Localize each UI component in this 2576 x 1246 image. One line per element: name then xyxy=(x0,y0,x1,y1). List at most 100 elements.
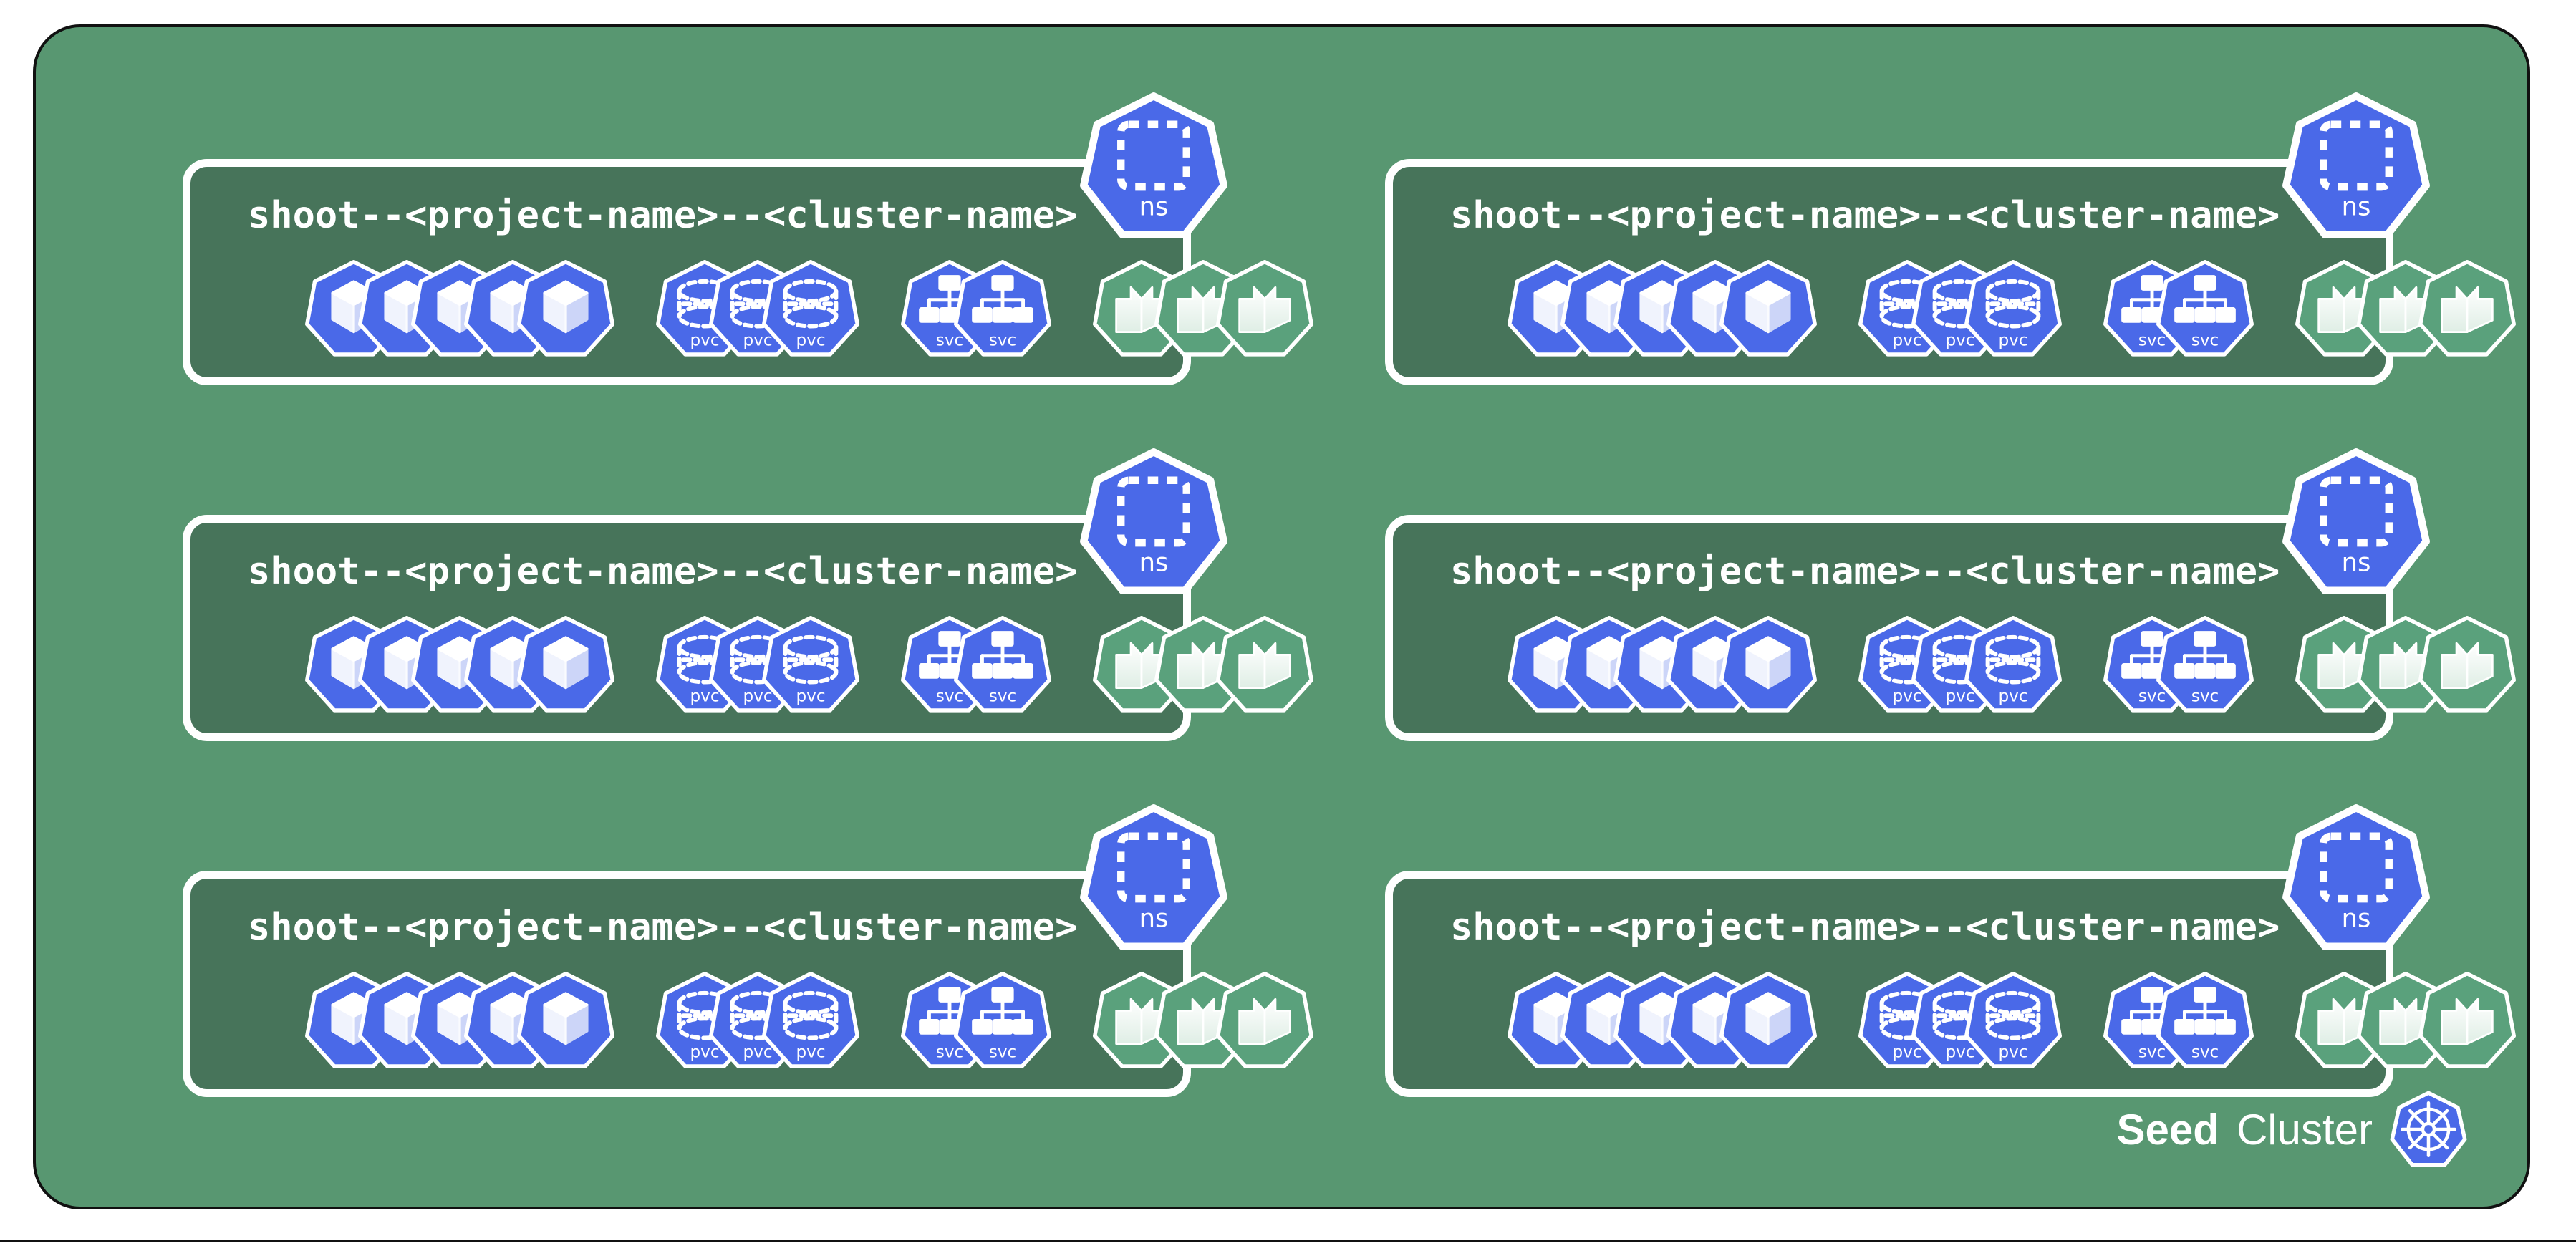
resource-icon-row: pvc pvc pvc xyxy=(1508,616,2516,713)
kubernetes-helm-wheel-icon xyxy=(2390,1091,2467,1168)
resource-stack-gardener[interactable] xyxy=(2295,616,2516,713)
cube-hexagon-icon xyxy=(517,260,614,357)
seed-label-regular: Cluster xyxy=(2236,1105,2373,1154)
resource-stack-pod[interactable] xyxy=(305,972,614,1069)
shoot-namespace-card[interactable]: shoot--<project-name>--<cluster-name> xyxy=(1385,92,2516,385)
svg-text:svc: svc xyxy=(2138,332,2166,350)
namespace-badge[interactable]: ns xyxy=(1079,448,1228,597)
cube-hexagon-icon xyxy=(517,972,614,1069)
gardener-leaf-icon xyxy=(2418,260,2516,357)
svg-text:pvc: pvc xyxy=(1892,1043,1921,1062)
svg-text:svc: svc xyxy=(2191,332,2219,350)
service-tree-icon: svc xyxy=(2156,260,2254,357)
resource-icon-row: pvc pvc pvc xyxy=(305,616,1313,713)
shoot-namespace-body: shoot--<project-name>--<cluster-name> xyxy=(183,871,1313,1097)
dashed-cylinder-icon: pvc xyxy=(762,616,859,713)
dashed-cylinder-icon: pvc xyxy=(1964,260,2062,357)
dashed-cylinder-icon: pvc xyxy=(1964,616,2062,713)
resource-stack-pod[interactable] xyxy=(1508,260,1817,357)
svg-text:svc: svc xyxy=(2191,1043,2219,1062)
resource-stack-pvc[interactable]: pvc pvc pvc xyxy=(1858,972,2062,1069)
gardener-leaf-icon xyxy=(1216,972,1313,1069)
cube-hexagon-icon xyxy=(1719,616,1817,713)
resource-stack-gardener[interactable] xyxy=(1093,260,1313,357)
resource-stack-pvc[interactable]: pvc pvc pvc xyxy=(656,616,859,713)
shoot-namespace-body: shoot--<project-name>--<cluster-name> xyxy=(1385,871,2516,1097)
shoot-namespace-card[interactable]: shoot--<project-name>--<cluster-name> xyxy=(183,804,1313,1097)
resource-stack-pod[interactable] xyxy=(305,260,614,357)
svg-text:svc: svc xyxy=(2138,687,2166,706)
resource-stack-pvc[interactable]: pvc pvc pvc xyxy=(656,972,859,1069)
namespace-badge[interactable]: ns xyxy=(1079,92,1228,241)
svg-text:pvc: pvc xyxy=(796,687,825,706)
page-bottom-rule xyxy=(0,1240,2576,1242)
resource-stack-service[interactable]: svc svc xyxy=(901,972,1051,1069)
cube-hexagon-icon xyxy=(1719,972,1817,1069)
svg-text:svc: svc xyxy=(2191,687,2219,706)
svg-text:pvc: pvc xyxy=(1892,332,1921,350)
shoot-namespace-card[interactable]: shoot--<project-name>--<cluster-name> xyxy=(183,448,1313,741)
resource-stack-pvc[interactable]: pvc pvc pvc xyxy=(1858,616,2062,713)
svg-text:ns: ns xyxy=(2342,549,2371,578)
namespace-badge[interactable]: ns xyxy=(2282,448,2431,597)
resource-stack-pod[interactable] xyxy=(305,616,614,713)
service-tree-icon: svc xyxy=(2156,616,2254,713)
svg-text:pvc: pvc xyxy=(690,332,719,350)
shoot-namespace-card[interactable]: shoot--<project-name>--<cluster-name> xyxy=(183,92,1313,385)
svg-text:svc: svc xyxy=(936,332,963,350)
shoot-namespace-body: shoot--<project-name>--<cluster-name> xyxy=(1385,159,2516,385)
service-tree-icon: svc xyxy=(954,972,1051,1069)
gardener-leaf-icon xyxy=(2418,972,2516,1069)
resource-stack-pvc[interactable]: pvc pvc pvc xyxy=(656,260,859,357)
resource-stack-pod[interactable] xyxy=(1508,616,1817,713)
cube-hexagon-icon xyxy=(1719,260,1817,357)
namespace-badge[interactable]: ns xyxy=(2282,92,2431,241)
resource-stack-pvc[interactable]: pvc pvc pvc xyxy=(1858,260,2062,357)
resource-stack-gardener[interactable] xyxy=(2295,972,2516,1069)
namespace-badge[interactable]: ns xyxy=(1079,803,1228,952)
shoot-namespaces-grid: shoot--<project-name>--<cluster-name> xyxy=(183,92,2516,1097)
shoot-namespace-body: shoot--<project-name>--<cluster-name> xyxy=(183,159,1313,385)
svg-text:pvc: pvc xyxy=(1945,687,1974,706)
svg-text:svc: svc xyxy=(989,1043,1016,1062)
resource-stack-pod[interactable] xyxy=(1508,972,1817,1069)
service-tree-icon: svc xyxy=(954,616,1051,713)
svg-text:svc: svc xyxy=(936,1043,963,1062)
seed-cluster-label: Seed Cluster xyxy=(2117,1091,2467,1168)
resource-stack-service[interactable]: svc svc xyxy=(901,260,1051,357)
service-tree-icon: svc xyxy=(954,260,1051,357)
cube-hexagon-icon xyxy=(517,616,614,713)
svg-text:pvc: pvc xyxy=(690,687,719,706)
resource-stack-service[interactable]: svc svc xyxy=(901,616,1051,713)
svg-text:pvc: pvc xyxy=(796,1043,825,1062)
resource-stack-gardener[interactable] xyxy=(1093,972,1313,1069)
resource-icon-row: pvc pvc pvc xyxy=(305,972,1313,1069)
gardener-leaf-icon xyxy=(1216,260,1313,357)
shoot-namespace-title: shoot--<project-name>--<cluster-name> xyxy=(248,906,1078,949)
svg-text:svc: svc xyxy=(2138,1043,2166,1062)
namespace-badge[interactable]: ns xyxy=(2282,803,2431,952)
seed-cluster-container: shoot--<project-name>--<cluster-name> xyxy=(33,24,2530,1209)
svg-text:ns: ns xyxy=(2342,193,2371,222)
svg-text:svc: svc xyxy=(936,687,963,706)
service-tree-icon: svc xyxy=(2156,972,2254,1069)
resource-stack-service[interactable]: svc svc xyxy=(2103,972,2254,1069)
resource-stack-service[interactable]: svc svc xyxy=(2103,260,2254,357)
resource-stack-gardener[interactable] xyxy=(1093,616,1313,713)
shoot-namespace-body: shoot--<project-name>--<cluster-name> xyxy=(1385,515,2516,741)
shoot-namespace-title: shoot--<project-name>--<cluster-name> xyxy=(248,194,1078,237)
resource-stack-gardener[interactable] xyxy=(2295,260,2516,357)
shoot-namespace-card[interactable]: shoot--<project-name>--<cluster-name> xyxy=(1385,448,2516,741)
shoot-namespace-body: shoot--<project-name>--<cluster-name> xyxy=(183,515,1313,741)
shoot-namespace-card[interactable]: shoot--<project-name>--<cluster-name> xyxy=(1385,804,2516,1097)
svg-text:pvc: pvc xyxy=(1998,687,2027,706)
resource-stack-service[interactable]: svc svc xyxy=(2103,616,2254,713)
dashed-cylinder-icon: pvc xyxy=(762,260,859,357)
svg-text:svc: svc xyxy=(989,687,1016,706)
shoot-namespace-title: shoot--<project-name>--<cluster-name> xyxy=(1450,194,2280,237)
resource-icon-row: pvc pvc pvc xyxy=(1508,260,2516,357)
svg-text:ns: ns xyxy=(2342,904,2371,934)
shoot-namespace-title: shoot--<project-name>--<cluster-name> xyxy=(1450,550,2280,593)
svg-text:pvc: pvc xyxy=(743,332,772,350)
svg-text:pvc: pvc xyxy=(743,1043,772,1062)
